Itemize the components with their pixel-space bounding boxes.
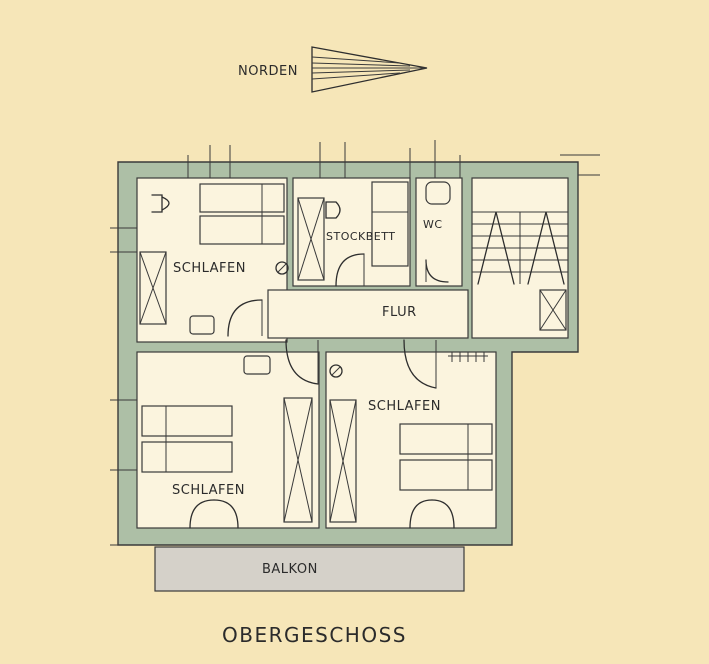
label-hall: FLUR (382, 305, 417, 320)
label-wc: WC (423, 218, 443, 231)
bedroom-1-furniture (139, 183, 285, 335)
bunk-room-furniture (297, 181, 409, 281)
staircase (472, 211, 568, 331)
bedroom-3-furniture (329, 352, 493, 529)
balcony (154, 546, 465, 592)
label-balcony: BALKON (262, 562, 318, 577)
label-bedroom-2: SCHLAFEN (172, 483, 245, 498)
north-arrow (311, 46, 428, 93)
floor-title: OBERGESCHOSS (222, 623, 407, 647)
label-bunk-room: STOCKBETT (326, 230, 396, 243)
label-bedroom-1: SCHLAFEN (173, 261, 246, 276)
wc-fixtures (425, 181, 451, 283)
hall-floor (267, 289, 469, 339)
north-label: NORDEN (238, 64, 298, 79)
label-bedroom-3: SCHLAFEN (368, 399, 441, 414)
window-marks (110, 140, 600, 471)
bedroom-2-furniture (141, 355, 313, 529)
hall-doors (227, 253, 437, 389)
